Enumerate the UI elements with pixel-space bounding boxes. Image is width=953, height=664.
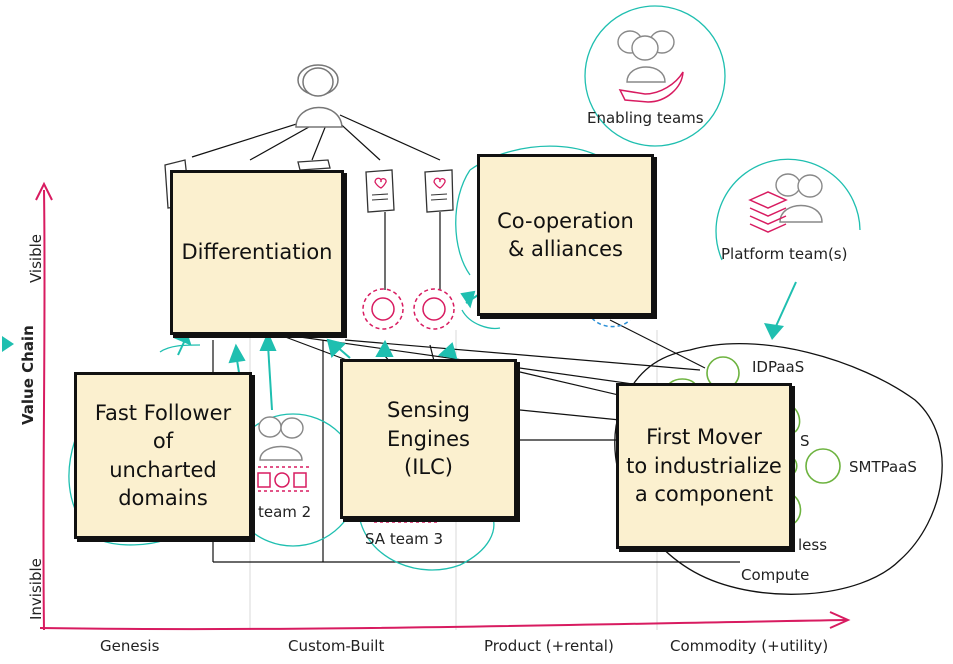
- people-group-icon: [775, 173, 823, 223]
- person-icon: [295, 64, 343, 128]
- idpaas-label: IDPaaS: [752, 358, 805, 376]
- first-mover-note: First Mover to industrialize a component: [616, 383, 792, 549]
- people-group-icon: [258, 416, 304, 461]
- left-teal-arrow: [2, 336, 14, 352]
- y-axis-bottom-label: Invisible: [27, 558, 45, 620]
- compute-label: Compute: [741, 566, 810, 584]
- cooperation-text: Co-operation & alliances: [497, 208, 634, 261]
- cooperation-note: Co-operation & alliances: [477, 154, 654, 316]
- smtpaas-label: SMTPaaS: [849, 458, 917, 476]
- stream-icons: [257, 472, 307, 488]
- enabling-team-circle: [584, 5, 726, 147]
- differentiation-text: Differentiation: [181, 240, 333, 265]
- first-mover-text: First Mover to industrialize a component: [626, 425, 782, 507]
- x-tick-genesis: Genesis: [100, 637, 160, 655]
- heart-icon: [374, 177, 446, 189]
- document-lines: [371, 193, 448, 201]
- people-group-icon: [617, 30, 675, 83]
- x-axis-arrow: [829, 611, 851, 629]
- sensing-engines-text: Sensing Engines (ILC): [387, 398, 470, 480]
- x-tick-custom-built: Custom-Built: [288, 637, 385, 655]
- x-tick-product: Product (+rental): [484, 637, 614, 655]
- sensing-engines-note: Sensing Engines (ILC): [340, 359, 517, 519]
- layers-icon: [748, 191, 788, 233]
- partner-circles: [362, 288, 455, 330]
- fast-follower-text: Fast Follower of uncharted domains: [94, 400, 232, 510]
- x-axis-line: [39, 619, 847, 631]
- y-axis-arrow: [35, 181, 53, 201]
- sa-team-2-label: team 2: [258, 503, 312, 521]
- differentiation-note: Differentiation: [170, 170, 344, 335]
- enabling-teams-label: Enabling teams: [587, 109, 704, 127]
- fast-follower-note: Fast Follower of uncharted domains: [74, 372, 252, 539]
- y-axis-title: Value Chain: [19, 325, 37, 425]
- serverless-partial-label: less: [798, 536, 828, 554]
- platform-teams-label: Platform team(s): [721, 245, 848, 263]
- service-partial-label: S: [800, 432, 810, 450]
- y-axis-line: [42, 189, 46, 631]
- platform-team-circle: [715, 158, 861, 261]
- sa-team-3-circle: [359, 514, 495, 571]
- sa-team-3-label: SA team 3: [365, 530, 444, 548]
- hand-icon: [618, 71, 684, 103]
- y-axis-top-label: Visible: [27, 234, 45, 283]
- x-tick-commodity: Commodity (+utility): [670, 637, 829, 655]
